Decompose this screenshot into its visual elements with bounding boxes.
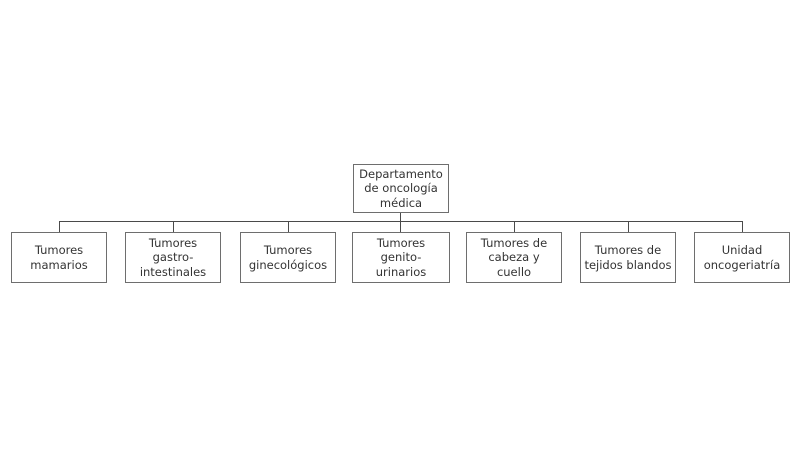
node-label: Tumores ginecológicos	[248, 243, 328, 272]
connector-drop-5	[514, 221, 515, 232]
node-tumores-cabeza-y-cuello[interactable]: Tumores de cabeza y cuello	[466, 232, 562, 283]
connector-drop-7	[742, 221, 743, 232]
connector-horizontal-bus	[59, 221, 743, 222]
node-label: Tumores gastro- intestinales	[139, 236, 207, 279]
node-label: Tumores de tejidos blandos	[584, 243, 672, 272]
connector-drop-1	[59, 221, 60, 232]
node-tumores-genito-urinarios[interactable]: Tumores genito- urinarios	[352, 232, 450, 283]
node-label: Tumores mamarios	[30, 243, 88, 272]
connector-drop-6	[628, 221, 629, 232]
connector-drop-3	[288, 221, 289, 232]
node-label: Unidad oncogeriatría	[703, 243, 781, 272]
node-unidad-oncogeriatria[interactable]: Unidad oncogeriatría	[694, 232, 790, 283]
node-departamento-oncologia-medica[interactable]: Departamento de oncología médica	[353, 164, 449, 213]
node-label: Tumores genito- urinarios	[375, 236, 427, 279]
node-tumores-mamarios[interactable]: Tumores mamarios	[11, 232, 107, 283]
node-tumores-tejidos-blandos[interactable]: Tumores de tejidos blandos	[580, 232, 676, 283]
connector-drop-4	[400, 221, 401, 232]
node-tumores-gastro-intestinales[interactable]: Tumores gastro- intestinales	[125, 232, 221, 283]
node-label: Departamento de oncología médica	[359, 167, 443, 210]
connector-drop-2	[173, 221, 174, 232]
node-tumores-ginecologicos[interactable]: Tumores ginecológicos	[240, 232, 336, 283]
node-label: Tumores de cabeza y cuello	[480, 236, 548, 279]
